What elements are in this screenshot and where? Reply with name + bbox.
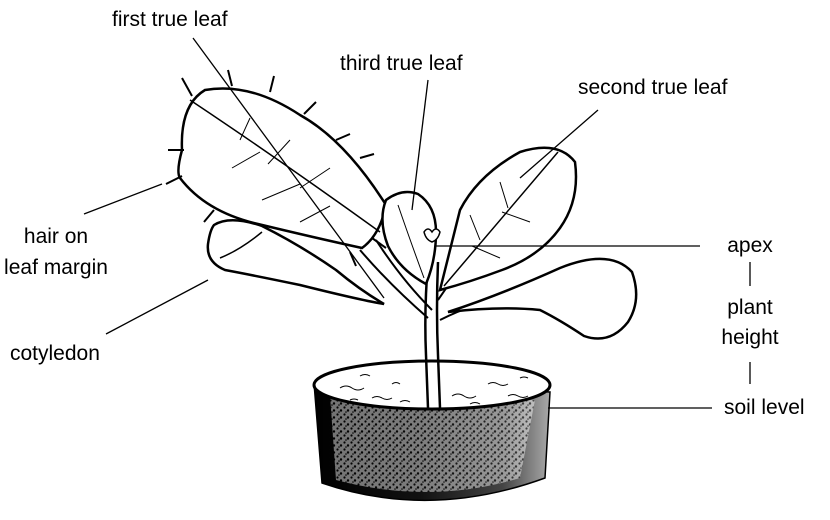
label-hair-line2: leaf margin <box>0 256 112 280</box>
label-soil-level: soil level <box>724 396 805 420</box>
label-hair-line1: hair on <box>0 225 112 249</box>
leader-third-true-leaf <box>412 80 428 210</box>
leader-hair <box>84 184 162 214</box>
leader-cotyledon <box>106 280 208 334</box>
label-first-true-leaf: first true leaf <box>112 8 228 32</box>
label-cotyledon: cotyledon <box>10 342 100 366</box>
pot <box>314 361 550 500</box>
label-third-true-leaf: third true leaf <box>340 52 463 76</box>
label-apex: apex <box>710 234 790 258</box>
label-second-true-leaf: second true leaf <box>578 76 727 100</box>
label-plant: plant <box>710 296 790 320</box>
label-height: height <box>710 326 790 350</box>
